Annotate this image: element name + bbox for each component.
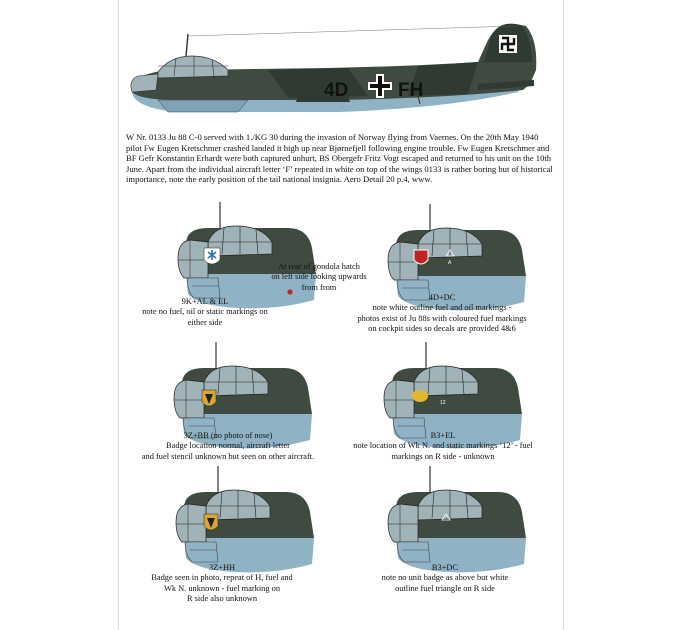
nose-b3-dc	[387, 465, 527, 573]
caption-9k-al: 9K+AL & EL note no fuel, oil or static m…	[142, 297, 268, 327]
nose-b3-el: 12	[383, 341, 523, 449]
svg-text:A: A	[448, 260, 452, 266]
nose-3z-bb	[173, 341, 313, 449]
caption-3z-hh: 3Z+HH Badge seen in photo, repeat of H, …	[151, 563, 293, 604]
fuselage-balkenkreuz	[368, 74, 392, 98]
gondola-hatch-note: At rear of gondola hatch on left side lo…	[271, 262, 367, 292]
camo-patch	[268, 68, 368, 98]
unit-badge-icon	[413, 249, 429, 265]
nose-4d-dc: A	[387, 203, 527, 311]
artwork: 4D FH	[130, 23, 537, 573]
nose-3z-hh	[175, 465, 315, 573]
nose-glazing	[130, 73, 159, 93]
gondola	[157, 99, 249, 113]
fuel-triangle-icon	[445, 249, 455, 257]
caption-b3-dc: B3+DC note no unit badge as above but wh…	[381, 563, 509, 593]
camo-patch	[408, 62, 478, 96]
antenna-mast	[185, 33, 189, 57]
caption-3z-bb: 3Z+BB (no photo of nose) Badge location …	[141, 431, 315, 461]
canopy-glazing	[157, 55, 229, 79]
ju88-side-view: 4D FH	[130, 23, 537, 113]
nose-9k-al	[177, 201, 317, 309]
fuel-triangle-icon	[441, 513, 451, 521]
gondola-hatch-marker	[287, 289, 293, 295]
code-left: 4D	[324, 80, 348, 101]
caption-4d-dc: 4D+DC note white outline fuel and oil ma…	[357, 293, 527, 334]
tail-insignia	[499, 35, 517, 53]
history-paragraph: W Nr. 0133 Ju 88 C-0 served with 1./KG 3…	[126, 132, 553, 185]
code-right: FH	[398, 80, 423, 101]
svg-text:12: 12	[440, 400, 446, 406]
wing-root	[296, 96, 350, 102]
caption-b3-el: B3+EL note location of Wk N. and static …	[353, 431, 533, 461]
